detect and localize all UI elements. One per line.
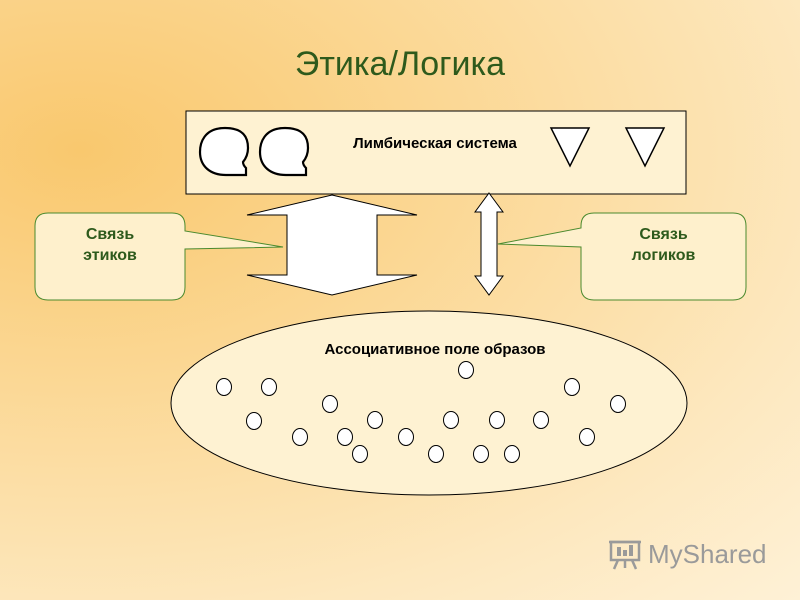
ethics-callout-shape [34,212,284,301]
image-circle [398,428,414,446]
image-circle [367,411,383,429]
watermark-text: MyShared [648,538,767,569]
image-circle [337,428,353,446]
image-circle [261,378,277,396]
image-circle [428,445,444,463]
quote-bubble-icon [258,126,310,177]
presentation-board-icon [609,540,641,570]
image-circle [216,378,232,396]
association-field-ellipse [170,310,688,496]
triangle-down-icon [549,127,591,168]
image-circle [352,445,368,463]
logic-callout-line1: Связь [639,226,688,243]
logic-double-arrow [474,192,504,296]
image-circle [443,411,459,429]
watermark: MyShared [608,536,767,572]
image-circle [489,411,505,429]
logic-callout-shape [497,212,747,301]
quote-bubble-icon [198,126,250,177]
image-circle [246,412,262,430]
image-circle [564,378,580,396]
ethics-callout-line1: Связь [85,226,135,243]
image-circle [610,395,626,413]
limbic-system-label: Лимбическая система [353,135,517,152]
image-circle [579,428,595,446]
image-circle [504,445,520,463]
image-circle [292,428,308,446]
image-circle [322,395,338,413]
logic-callout-line2: логиков [631,247,696,264]
ethics-callout: Связь этиков [35,224,185,266]
image-circle [533,411,549,429]
ethics-double-arrow [246,194,418,296]
association-field-label: Ассоциативное поле образов [324,341,546,358]
logic-callout: Связь логиков [581,224,746,266]
image-circle [458,361,474,379]
ethics-callout-line2: этиков [83,247,137,264]
slide-title: Этика/Логика [294,45,506,83]
triangle-down-icon [624,127,666,168]
image-circle [473,445,489,463]
